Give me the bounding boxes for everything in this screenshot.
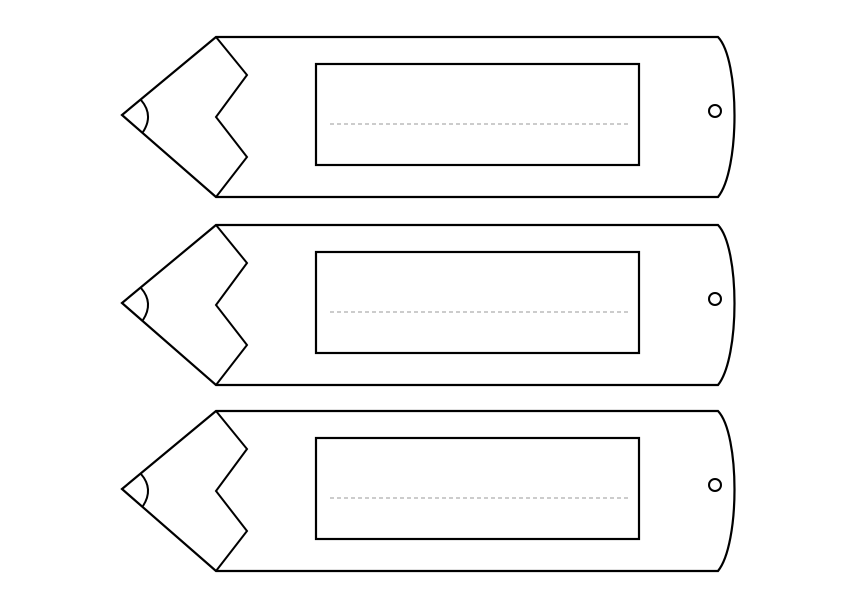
hole-punch-icon (708, 292, 722, 306)
name-box (314, 62, 641, 167)
name-box (314, 250, 641, 355)
pencil-bookmark-3 (120, 409, 736, 573)
pencil-bookmark-1 (120, 35, 736, 199)
pencil-wood-edge (214, 36, 249, 198)
hole-punch-icon (708, 104, 722, 118)
pencil-wood-edge (214, 410, 249, 572)
pencil-bookmark-2 (120, 223, 736, 387)
hole-punch-icon (708, 478, 722, 492)
pencil-lead-arc (140, 473, 149, 507)
name-box (314, 436, 641, 541)
pencil-wood-edge (214, 224, 249, 386)
pencil-lead-arc (140, 99, 149, 133)
pencil-lead-arc (140, 287, 149, 321)
